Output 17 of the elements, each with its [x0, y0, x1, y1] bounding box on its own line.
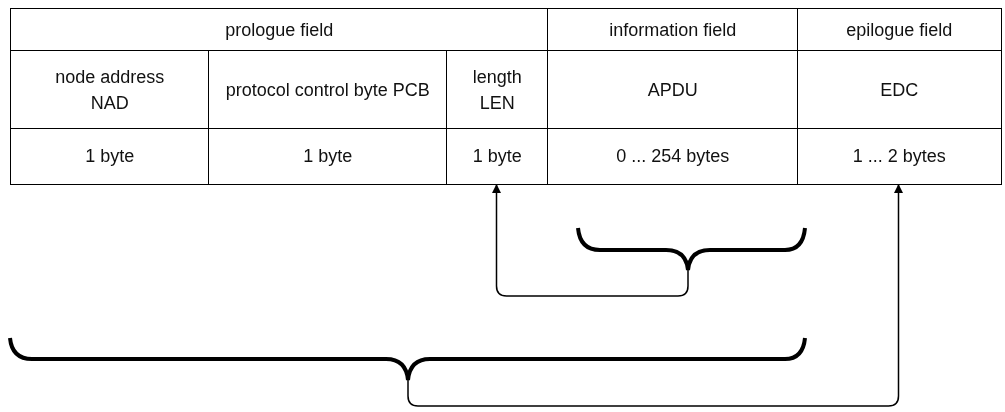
table-cell: length LEN	[446, 50, 549, 130]
table-cell: EDC	[797, 50, 1002, 130]
table-cell: 0 ... 254 bytes	[547, 128, 799, 185]
table-cell: 1 byte	[10, 128, 210, 185]
table-cell: protocol control byte PCB	[208, 50, 448, 130]
curly-brace	[8, 337, 807, 382]
table-cell: 1 byte	[208, 128, 448, 185]
table-cell: APDU	[547, 50, 799, 130]
table-cell: node address NAD	[10, 50, 210, 130]
arrow	[492, 183, 689, 297]
arrow	[407, 183, 903, 407]
header-cell: information field	[547, 8, 799, 52]
curly-brace	[576, 227, 807, 272]
header-cell: epilogue field	[797, 8, 1002, 52]
table-cell: 1 byte	[446, 128, 549, 185]
header-cell: prologue field	[10, 8, 549, 52]
table-cell: 1 ... 2 bytes	[797, 128, 1002, 185]
